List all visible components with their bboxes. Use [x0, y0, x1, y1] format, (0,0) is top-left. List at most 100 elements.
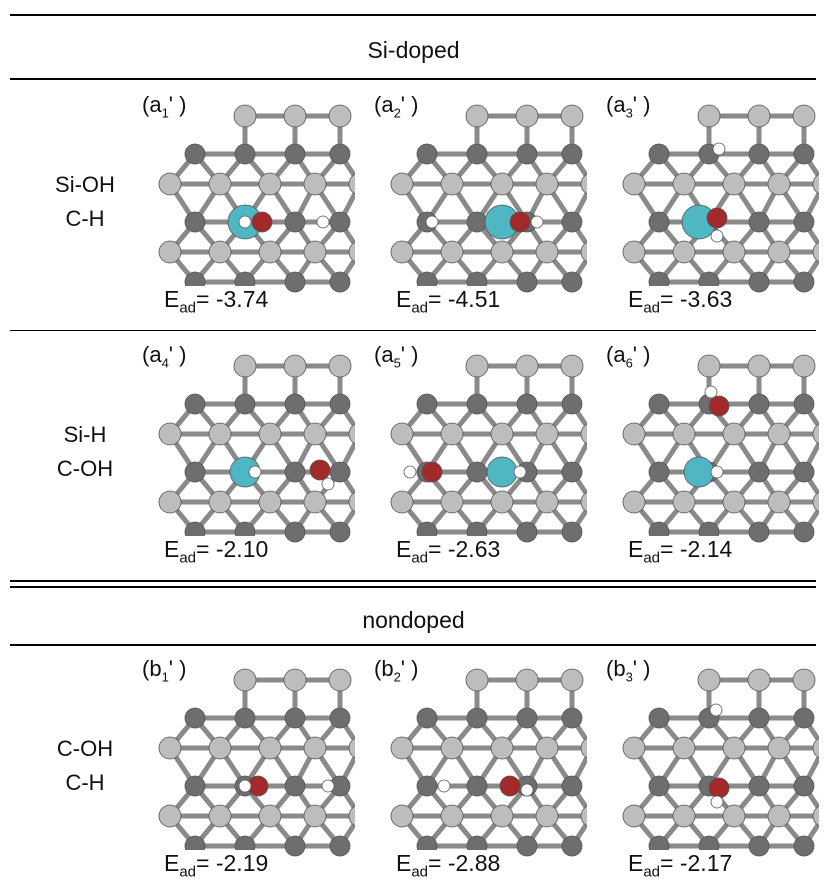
carbon-atom — [284, 521, 306, 543]
carbon-atom — [697, 668, 721, 692]
panel-a5: (a5' ) Ead= -2.63 — [372, 342, 587, 576]
carbon-atom — [284, 835, 306, 857]
panel-label: (a4' ) — [140, 342, 189, 371]
carbon-atom — [580, 737, 587, 759]
carbon-atom — [748, 775, 770, 797]
adsorbates — [425, 204, 544, 240]
carbon-atom — [490, 172, 514, 196]
carbon-atom — [561, 521, 583, 543]
carbon-atom — [234, 707, 256, 729]
panel-label: (b3' ) — [604, 656, 653, 685]
carbon-atom — [672, 804, 696, 828]
carbon-atom — [416, 707, 438, 729]
panel-label: (a6' ) — [604, 342, 653, 371]
adsorbates — [683, 385, 730, 488]
carbon-atom — [622, 736, 646, 760]
carbon-atom — [466, 707, 488, 729]
carbon-atom — [390, 736, 414, 760]
carbon-atom — [622, 240, 646, 264]
oxygen-atom — [708, 395, 730, 417]
carbon-atom — [303, 422, 327, 446]
structure-diagram — [622, 354, 819, 543]
carbon-atom — [767, 490, 791, 514]
carbon-atom — [767, 172, 791, 196]
carbon-atom — [390, 422, 414, 446]
row-label-line: C-H — [65, 770, 105, 795]
carbon-atom — [284, 143, 306, 165]
carbon-atom — [748, 461, 770, 483]
carbon-atom — [748, 835, 770, 857]
carbon-atom — [303, 490, 327, 514]
carbon-atom — [535, 490, 559, 514]
oxygen-atom — [499, 775, 521, 797]
carbon-atom — [748, 271, 770, 293]
carbon-atom — [440, 172, 464, 196]
carbon-atom — [748, 521, 770, 543]
carbon-atom — [793, 707, 815, 729]
carbon-atom — [416, 393, 438, 415]
carbon-atom — [329, 393, 351, 415]
carbon-atom — [258, 422, 282, 446]
carbon-atom — [208, 804, 232, 828]
row-label-line: C-OH — [56, 736, 114, 761]
hydrogen-atom — [710, 465, 724, 479]
oxygen-atom — [251, 211, 273, 233]
row-label-line: C-OH — [56, 456, 114, 481]
carbon-atom — [233, 668, 257, 692]
adsorption-energy: Ead= -2.14 — [624, 536, 737, 567]
carbon-atom — [184, 143, 206, 165]
carbon-atom — [233, 104, 257, 128]
carbon-atom — [158, 240, 182, 264]
carbon-atom — [158, 490, 182, 514]
panel-b2: (b2' ) Ead= -2.88 — [372, 656, 587, 890]
carbon-atom — [812, 423, 819, 445]
silicon-atom — [683, 456, 715, 488]
carbon-atom — [184, 775, 206, 797]
carbon-atom — [466, 211, 488, 233]
silicon-atom — [486, 456, 518, 488]
carbon-atom — [516, 271, 538, 293]
carbon-atom — [258, 240, 282, 264]
panel-a1: (a1' ) Ead= -3.74 — [140, 92, 355, 326]
adsorption-energy: Ead= -2.17 — [624, 850, 737, 881]
panel-label: (a3' ) — [604, 92, 653, 121]
carbon-atom — [812, 737, 819, 759]
top-rule — [10, 14, 816, 16]
carbon-atom — [560, 668, 584, 692]
carbon-atom — [284, 271, 306, 293]
adsorbates — [229, 456, 335, 491]
carbon-atom — [648, 211, 670, 233]
hydrogen-atom — [238, 215, 252, 229]
section-title-nondoped: nondoped — [362, 607, 465, 633]
section-title-si-doped: Si-doped — [367, 37, 460, 63]
carbon-atom — [812, 241, 819, 263]
carbon-atom — [158, 422, 182, 446]
carbon-atom — [648, 143, 670, 165]
panel-label: (a1' ) — [140, 92, 189, 121]
carbon-atom — [328, 354, 352, 378]
carbon-atom — [560, 354, 584, 378]
carbon-atom — [329, 835, 351, 857]
hydrogen-atom — [704, 385, 718, 399]
carbon-atom — [516, 521, 538, 543]
carbon-atom — [416, 143, 438, 165]
carbon-atom — [580, 173, 587, 195]
carbon-atom — [748, 143, 770, 165]
carbon-atom — [329, 143, 351, 165]
carbon-atom — [672, 172, 696, 196]
carbon-atom — [792, 104, 816, 128]
hydrogen-atom — [248, 465, 262, 479]
carbon-atom — [440, 736, 464, 760]
carbon-atom — [258, 736, 282, 760]
hydrogen-atom — [530, 215, 544, 229]
carbon-atom — [516, 393, 538, 415]
carbon-atom — [516, 143, 538, 165]
hydrogen-atom — [403, 465, 417, 479]
row-label-line: Si-OH — [55, 172, 115, 197]
panel-label: (b2' ) — [372, 656, 421, 685]
hydrogen-atom — [425, 215, 439, 229]
carbon-atom — [284, 775, 306, 797]
carbon-atom — [490, 240, 514, 264]
row-label-line: Si-H — [63, 422, 107, 447]
carbon-atom — [184, 211, 206, 233]
